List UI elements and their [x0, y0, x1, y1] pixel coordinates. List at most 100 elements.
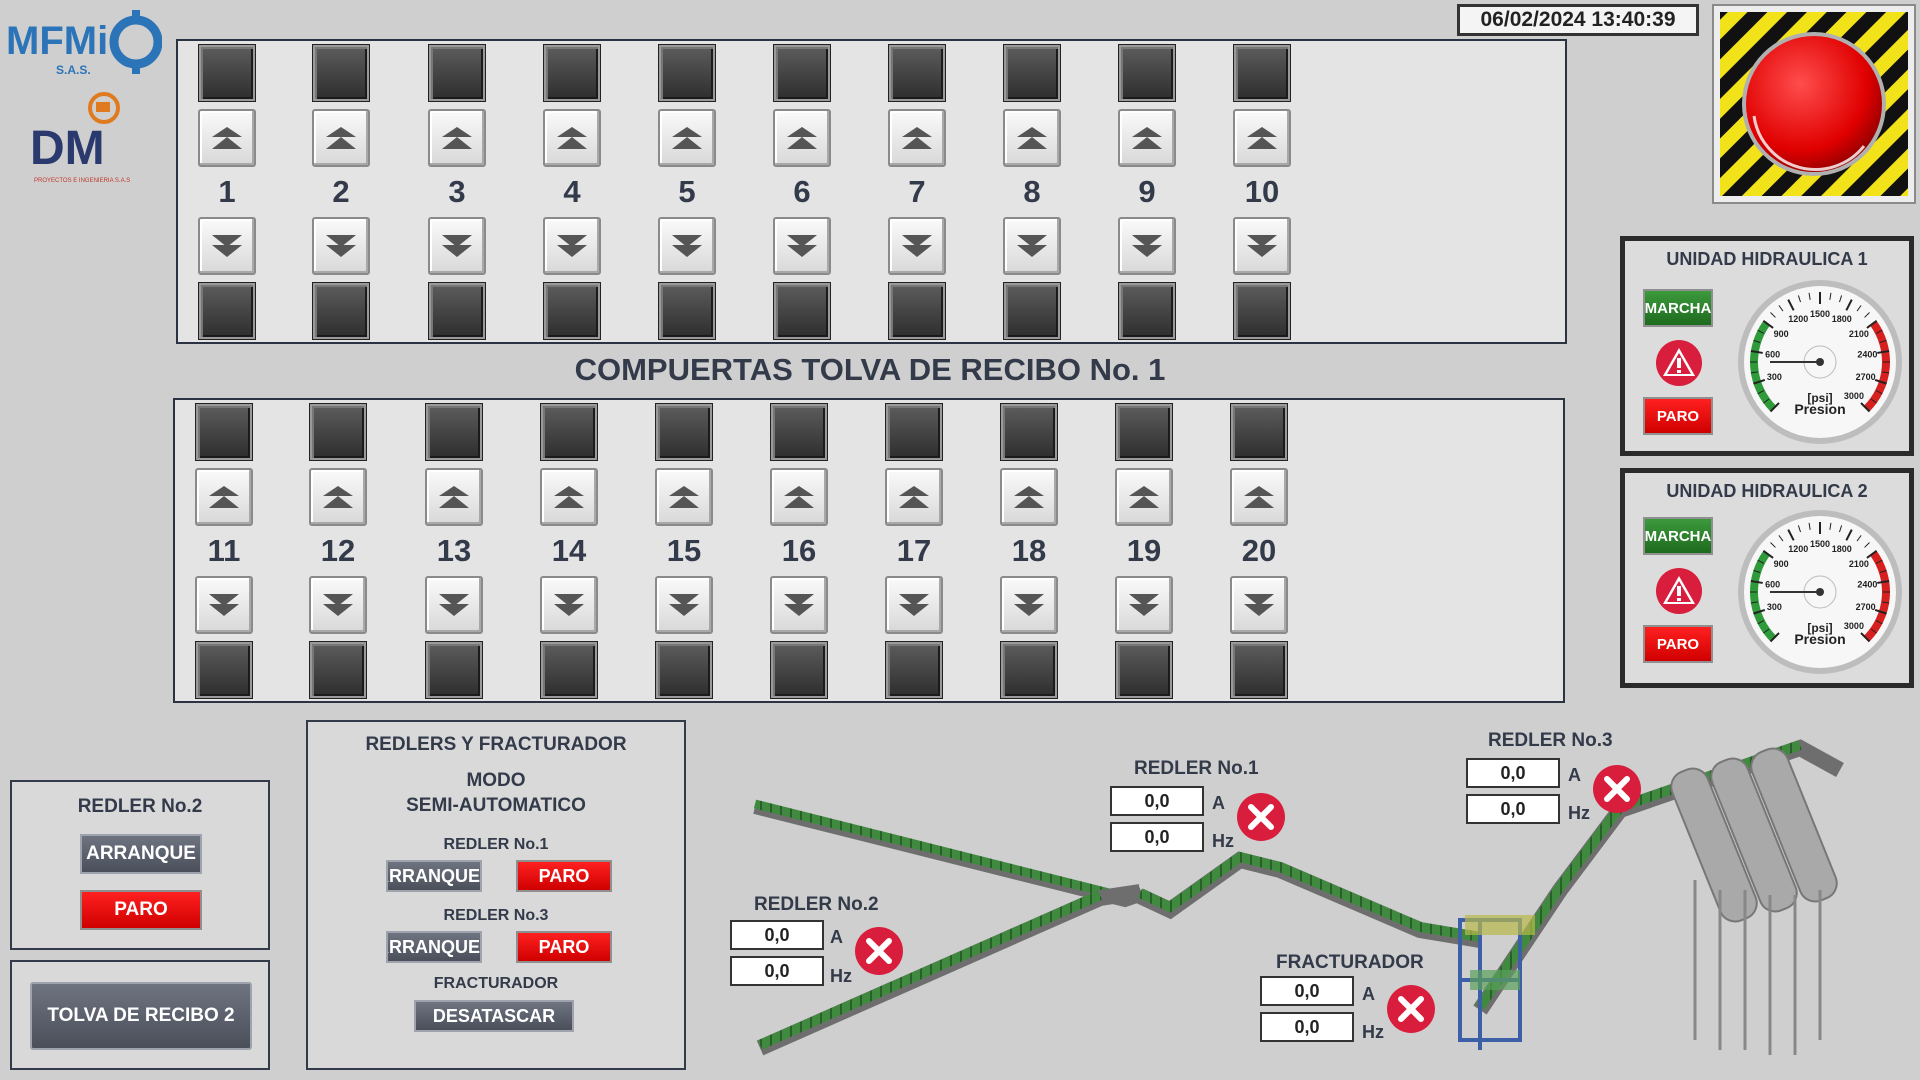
gate-1-close-button[interactable]	[198, 217, 256, 275]
mfmi-logo-sub: S.A.S.	[56, 63, 91, 77]
gate-17-closed-indicator	[885, 641, 943, 699]
redler-2-start-button[interactable]: ARRANQUE	[80, 834, 202, 874]
gate-18-close-button[interactable]	[1000, 576, 1058, 634]
tolva-recibo-2-button[interactable]: TOLVA DE RECIBO 2	[30, 982, 252, 1050]
gate-17-number: 17	[896, 533, 932, 568]
gauge-tick-label: 1800	[1832, 314, 1852, 324]
double-arrow-up-icon	[209, 486, 239, 508]
double-arrow-up-icon	[669, 486, 699, 508]
double-arrow-up-icon	[672, 127, 702, 149]
redler-1-hz-value: 0,0	[1110, 822, 1204, 852]
mode-redler-1-stop-button[interactable]: PARO	[516, 860, 612, 892]
double-arrow-down-icon	[439, 594, 469, 616]
redler-2-amps-unit: A	[830, 927, 843, 947]
gate-20-open-indicator	[1230, 403, 1288, 461]
double-arrow-up-icon	[1017, 127, 1047, 149]
redler-2-stop-button[interactable]: PARO	[80, 890, 202, 930]
mode-redler-1-start-button[interactable]: ARRANQUE	[386, 860, 482, 892]
gate-8-closed-indicator	[1003, 282, 1061, 340]
gate-11-open-indicator	[195, 403, 253, 461]
double-arrow-up-icon	[442, 127, 472, 149]
fracturador-unjam-button[interactable]: DESATASCAR	[414, 1000, 574, 1032]
hydraulic-2-stop-button[interactable]: PARO	[1643, 625, 1713, 663]
gate-14-open-button[interactable]	[540, 468, 598, 526]
gauge-tick	[1874, 608, 1887, 615]
gauge-tick	[1882, 371, 1890, 374]
gate-14-close-button[interactable]	[540, 576, 598, 634]
gate-3-close-button[interactable]	[428, 217, 486, 275]
gauge-tick	[1753, 608, 1766, 615]
mode-redler-3-start-button[interactable]: ARRANQUE	[386, 931, 482, 963]
gate-5-open-indicator	[658, 44, 716, 102]
gate-7: 7	[888, 44, 946, 340]
gate-11-close-button[interactable]	[195, 576, 253, 634]
gauge-tick-label: 3000	[1844, 621, 1864, 631]
gate-6-open-button[interactable]	[773, 109, 831, 167]
gate-5-open-button[interactable]	[658, 109, 716, 167]
gate-9-close-button[interactable]	[1118, 217, 1176, 275]
hydraulic-unit-1-title: UNIDAD HIDRAULICA 1	[1666, 249, 1868, 269]
gauge-tick-label: 300	[1767, 602, 1782, 612]
gate-17-open-button[interactable]	[885, 468, 943, 526]
gauge-tick	[1753, 569, 1761, 574]
gauge-tick	[1875, 329, 1883, 334]
gate-5-close-button[interactable]	[658, 217, 716, 275]
gauge-tick	[1866, 550, 1878, 559]
double-arrow-down-icon	[326, 235, 356, 257]
gate-18-open-button[interactable]	[1000, 468, 1058, 526]
hydraulic-1-run-button[interactable]: MARCHA	[1643, 289, 1713, 327]
gate-16-number: 16	[781, 533, 817, 568]
gate-19-open-button[interactable]	[1115, 468, 1173, 526]
gate-14: 14	[540, 403, 598, 699]
mode-redler-3-stop-button[interactable]: PARO	[516, 931, 612, 963]
gate-2-close-button[interactable]	[312, 217, 370, 275]
gate-14-closed-indicator	[540, 641, 598, 699]
gate-16-close-button[interactable]	[770, 576, 828, 634]
hydraulic-1-stop-button[interactable]: PARO	[1643, 397, 1713, 435]
emergency-stop-button[interactable]	[1712, 4, 1916, 204]
gate-14-number: 14	[551, 533, 587, 568]
gauge-tick	[1778, 535, 1784, 542]
double-arrow-down-icon	[672, 235, 702, 257]
gate-16-open-button[interactable]	[770, 468, 828, 526]
gate-12-close-button[interactable]	[309, 576, 367, 634]
gate-13-open-button[interactable]	[425, 468, 483, 526]
gate-10-open-button[interactable]	[1233, 109, 1291, 167]
gate-9-open-button[interactable]	[1118, 109, 1176, 167]
gate-1-number: 1	[218, 174, 236, 209]
double-arrow-down-icon	[323, 594, 353, 616]
gate-15-close-button[interactable]	[655, 576, 713, 634]
gate-12-open-button[interactable]	[309, 468, 367, 526]
gate-8-open-button[interactable]	[1003, 109, 1061, 167]
gate-11-open-button[interactable]	[195, 468, 253, 526]
fracturador-title: FRACTURADOR	[1276, 952, 1424, 973]
double-arrow-up-icon	[1244, 486, 1274, 508]
gate-17-close-button[interactable]	[885, 576, 943, 634]
gauge-tick-label: 3000	[1844, 391, 1864, 401]
gate-20-open-button[interactable]	[1230, 468, 1288, 526]
gate-10-closed-indicator	[1233, 282, 1291, 340]
gate-20-close-button[interactable]	[1230, 576, 1288, 634]
gate-15-open-button[interactable]	[655, 468, 713, 526]
dm-logo: DM PROYECTOS E INGENIERIA S.A.S	[26, 86, 136, 190]
gate-6-close-button[interactable]	[773, 217, 831, 275]
gate-2-open-button[interactable]	[312, 109, 370, 167]
double-arrow-down-icon	[1132, 235, 1162, 257]
gate-19-close-button[interactable]	[1115, 576, 1173, 634]
hydraulic-2-warning-icon	[1656, 568, 1702, 614]
gate-10-open-indicator	[1233, 44, 1291, 102]
gate-13-close-button[interactable]	[425, 576, 483, 634]
gate-4-close-button[interactable]	[543, 217, 601, 275]
gate-10-close-button[interactable]	[1233, 217, 1291, 275]
gate-1-open-button[interactable]	[198, 109, 256, 167]
gate-7-close-button[interactable]	[888, 217, 946, 275]
gate-8-close-button[interactable]	[1003, 217, 1061, 275]
redler-1-amps-value: 0,0	[1110, 786, 1204, 816]
gate-3-open-button[interactable]	[428, 109, 486, 167]
gate-7-open-button[interactable]	[888, 109, 946, 167]
gate-19-closed-indicator	[1115, 641, 1173, 699]
gate-4-open-button[interactable]	[543, 109, 601, 167]
gauge-green-band	[1750, 550, 1777, 642]
hydraulic-2-run-button[interactable]: MARCHA	[1643, 517, 1713, 555]
gauge-tick-label: 1800	[1832, 544, 1852, 554]
